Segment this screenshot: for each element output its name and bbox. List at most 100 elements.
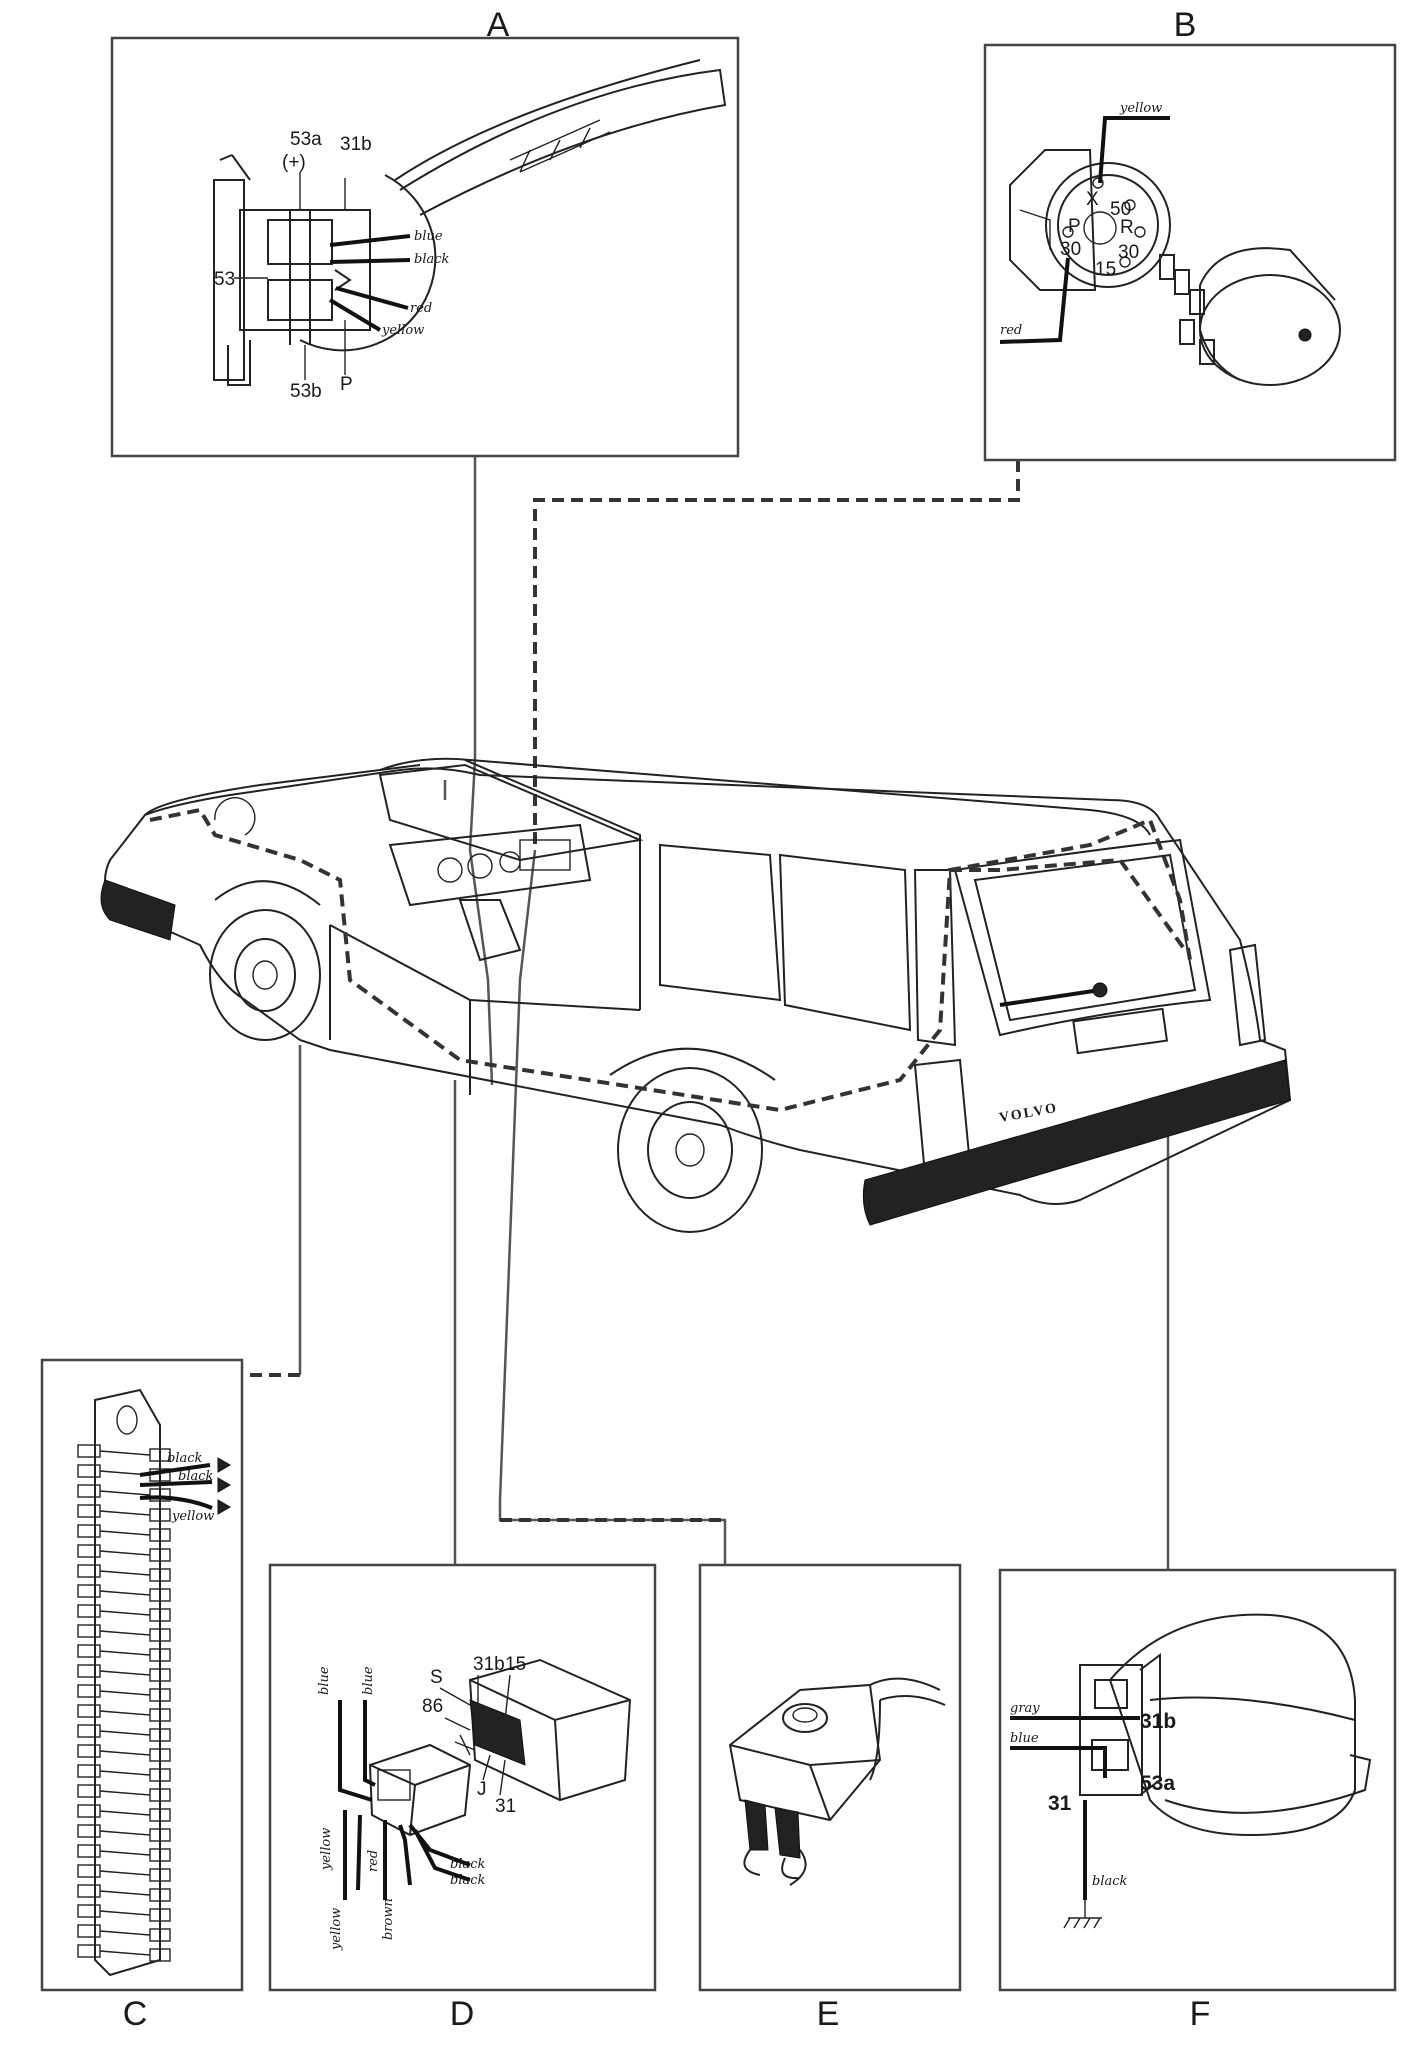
wire-yellow: yellow: [381, 323, 424, 338]
pin-86: 86: [422, 1696, 443, 1717]
car-body-outline: [104, 767, 1292, 1205]
panel-c: C black black yellow: [40, 1358, 244, 2033]
panel-f-frame: [998, 1568, 1397, 1992]
car-brand: VOLVO: [998, 1101, 1059, 1126]
wire-gray-f: gray: [1010, 1701, 1040, 1716]
wire-yellow-c: yellow: [171, 1509, 214, 1524]
fuse-link: [99, 1890, 151, 1896]
front-wheel: [209, 909, 321, 1041]
panel-d-frame: [268, 1563, 657, 1992]
panel-a-label: A: [487, 6, 510, 44]
pin-53: 53: [214, 269, 235, 290]
pin-15-d: 15: [505, 1654, 526, 1675]
side-window-front: [659, 843, 782, 1002]
panel-a-frame: [110, 36, 740, 458]
fuse-link: [99, 1770, 151, 1776]
panel-a: A 53a (+) 31b 53 53b P b: [110, 6, 740, 458]
relay-icon: [368, 1658, 632, 1837]
panel-e: E: [698, 1563, 962, 2033]
pin-53a-f: 53a: [1140, 1772, 1175, 1795]
license-plate: [1072, 1007, 1169, 1055]
fuse-link: [99, 1950, 151, 1956]
fuse-link: [99, 1910, 151, 1916]
pin-r: R: [1120, 217, 1134, 238]
panel-c-label: C: [123, 1995, 148, 2033]
pin-p-b: P: [1068, 216, 1081, 237]
wire-yellow-d-bottom: yellow: [329, 1908, 344, 1951]
wire-blue-f: blue: [1010, 1731, 1039, 1746]
side-window-rear: [778, 853, 912, 1032]
headlight-switch-icon: [213, 59, 727, 386]
fuse-link: [99, 1570, 151, 1576]
rear-bumper: [862, 1059, 1291, 1226]
wire-yellow-b: yellow: [1119, 101, 1162, 116]
fuse-link: [99, 1830, 151, 1836]
fuse-link: [99, 1490, 151, 1496]
ignition-switch-icon: [999, 116, 1171, 344]
wire-black-d1: black: [450, 1857, 486, 1872]
pin-15: 15: [1095, 259, 1116, 280]
wire-red-d: red: [366, 1850, 381, 1872]
fuse-box-icon: [94, 1388, 161, 1977]
fuse-link: [99, 1590, 151, 1596]
wire-red-b: red: [1000, 323, 1022, 338]
pin-x: X: [1086, 189, 1099, 210]
pin-31-f: 31: [1048, 1792, 1072, 1815]
dashboard: [388, 823, 592, 907]
wire-brown-d: brown: [381, 1898, 396, 1940]
wire-black-d2: black: [450, 1873, 486, 1888]
fuse-link: [99, 1650, 151, 1656]
panel-d: D blue blue yellow yellow red brown blac…: [268, 1563, 657, 2033]
fuse-link: [99, 1610, 151, 1616]
washer-reservoir-icon: [728, 1677, 946, 1886]
fuse-link: [99, 1510, 151, 1516]
panel-e-label: E: [817, 1995, 840, 2033]
pin-31b: 31b: [340, 134, 372, 155]
rear-wheel: [617, 1067, 763, 1233]
rear-window: [953, 838, 1212, 1037]
fuse-link: [99, 1790, 151, 1796]
wire-red: red: [410, 301, 432, 316]
fuse-link: [99, 1670, 151, 1676]
leader-b-dashed: [533, 460, 1020, 850]
fuse-link: [99, 1930, 151, 1936]
wiring-loom-path: [149, 807, 1192, 1113]
pin-53a: 53a: [290, 129, 322, 150]
fuse-link: [99, 1730, 151, 1736]
pin-53b: 53b: [290, 381, 322, 402]
pin-31b-f: 31b: [1140, 1710, 1176, 1733]
fuse-link: [99, 1630, 151, 1636]
wire-yellow-d-top: yellow: [319, 1828, 334, 1871]
fuse-link: [99, 1850, 151, 1856]
pin-j: J: [477, 1779, 487, 1800]
fuse-link: [99, 1550, 151, 1556]
switch-body-icon: [1159, 247, 1341, 386]
wiper-motor-icon: [1079, 1613, 1372, 1837]
wire-black-c1: black: [167, 1451, 203, 1466]
fuse-link: [99, 1710, 151, 1716]
leader-a: [468, 455, 494, 1086]
front-bumper: [100, 879, 176, 941]
wire-black-f: black: [1092, 1874, 1128, 1889]
wire-black-c2: black: [178, 1469, 214, 1484]
fuse-link: [99, 1810, 151, 1816]
pin-31b-d: 31b: [473, 1654, 505, 1675]
fuse-link: [99, 1870, 151, 1876]
panel-d-label: D: [450, 1995, 475, 2033]
leader-e: [498, 849, 727, 1565]
pin-31-d: 31: [495, 1796, 516, 1817]
fuse-link: [99, 1750, 151, 1756]
panel-e-frame: [698, 1563, 962, 1992]
fuse-link: [99, 1690, 151, 1696]
windshield: [378, 763, 644, 862]
rear-wiper: [999, 988, 1101, 1007]
pin-30-left: 30: [1060, 239, 1081, 260]
wire-blue-d-left: blue: [317, 1666, 332, 1695]
wire-blue: blue: [414, 229, 443, 244]
pin-p: P: [340, 374, 353, 395]
wire-black: black: [414, 252, 450, 267]
fuse-link: [99, 1450, 151, 1456]
pin-50: 50: [1110, 199, 1131, 220]
fuse-rows: [77, 1444, 171, 1962]
fuse-link: [99, 1530, 151, 1536]
